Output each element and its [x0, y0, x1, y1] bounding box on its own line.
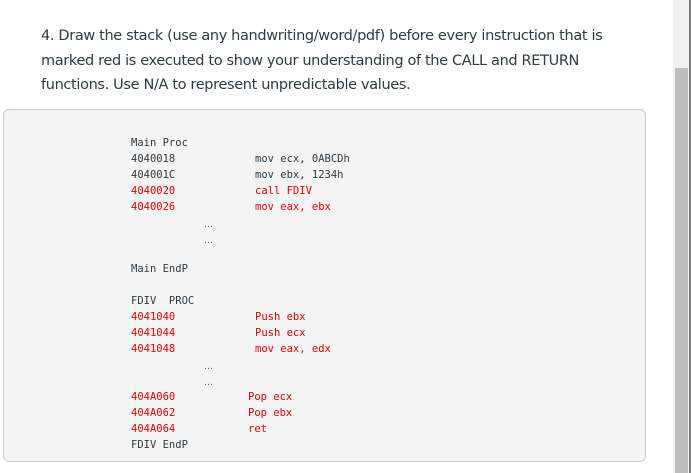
fdiv-row-2-instruction: Push ecx	[255, 327, 306, 339]
main-proc-header: Main Proc	[131, 137, 188, 149]
question-line-1: 4. Draw the stack (use any handwriting/w…	[41, 28, 603, 44]
main-row-4-instruction: mov eax, ebx	[255, 201, 331, 213]
scrollbar-thumb[interactable]	[675, 68, 688, 473]
ellipsis-icon: …	[204, 362, 213, 372]
fdiv-row-3-address: 4041048	[131, 343, 176, 355]
main-endp: Main EndP	[131, 263, 188, 275]
fdiv-row-5-instruction: Pop ebx	[248, 407, 293, 419]
ellipsis-icon: …	[204, 220, 213, 230]
main-row-3-address: 4040020	[131, 185, 176, 197]
main-row-1-address: 4040018	[131, 153, 176, 165]
ellipsis-icon: …	[204, 378, 213, 388]
main-row-2-instruction: mov ebx, 1234h	[255, 169, 344, 181]
main-row-2-address: 404001C	[131, 169, 176, 181]
fdiv-row-1-address: 4041040	[131, 311, 176, 323]
main-row-4-address: 4040026	[131, 201, 176, 213]
fdiv-row-3-instruction: mov eax, edx	[255, 343, 331, 355]
question-line-3: functions. Use N/A to represent unpredic…	[41, 77, 411, 93]
fdiv-row-1-instruction: Push ebx	[255, 311, 306, 323]
main-row-3-instruction: call FDIV	[255, 185, 312, 197]
main-row-1-instruction: mov ecx, 0ABCDh	[255, 153, 350, 165]
question-line-2: marked red is executed to show your unde…	[41, 52, 580, 69]
fdiv-row-2-address: 4041044	[131, 327, 176, 339]
code-block	[3, 109, 646, 462]
window-edge	[689, 0, 691, 473]
fdiv-row-6-address: 404A064	[131, 423, 176, 435]
fdiv-row-5-address: 404A062	[131, 407, 176, 419]
fdiv-endp: FDIV EndP	[131, 439, 188, 451]
fdiv-row-4-address: 404A060	[131, 391, 176, 403]
question-text: 4. Draw the stack (use any handwriting/w…	[41, 24, 641, 98]
fdiv-proc-header: FDIV PROC	[131, 295, 195, 307]
ellipsis-icon: …	[204, 236, 213, 246]
fdiv-row-6-instruction: ret	[248, 423, 267, 435]
fdiv-row-4-instruction: Pop ecx	[248, 391, 293, 403]
